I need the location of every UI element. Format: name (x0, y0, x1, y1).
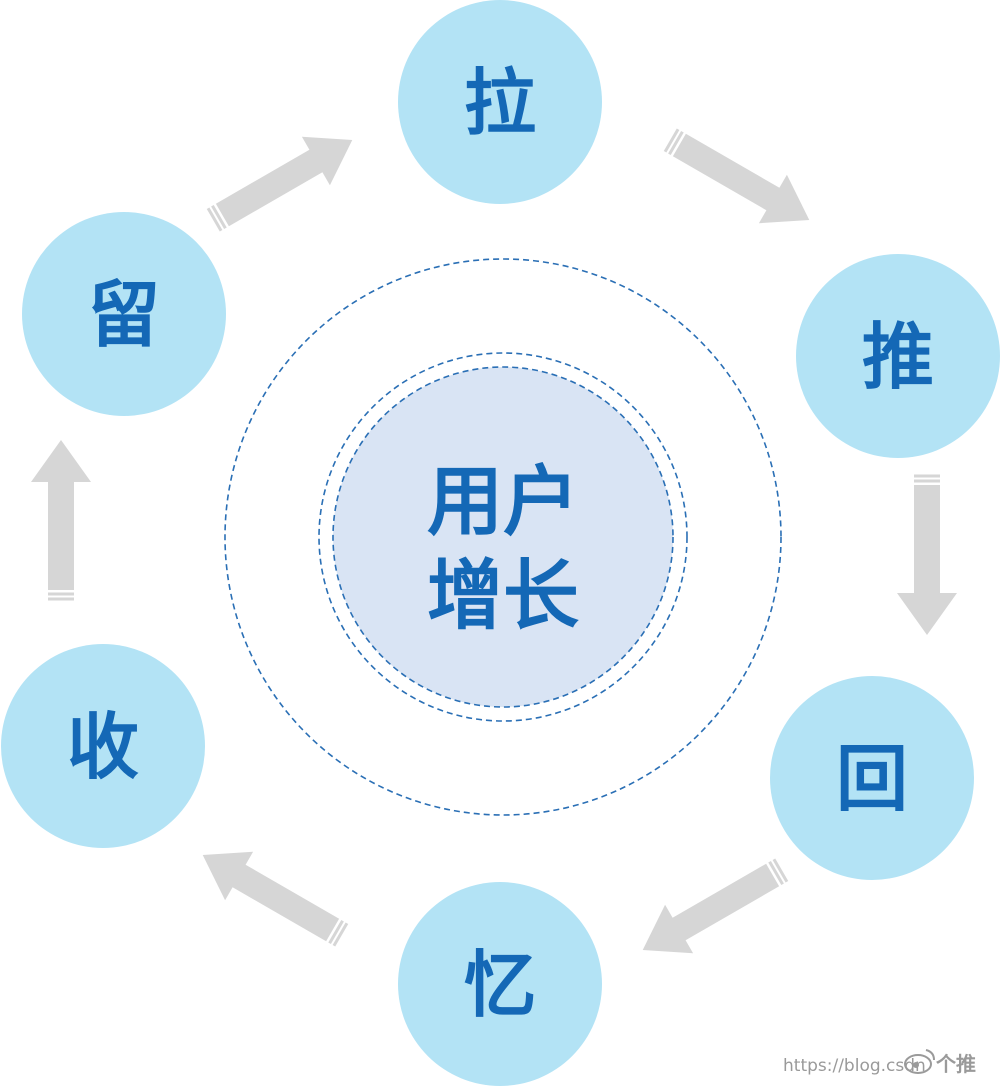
arrow-hui-to-yi (642, 858, 789, 954)
node-liu: 留 (22, 212, 226, 416)
node-liu-label: 留 (88, 273, 160, 357)
arrow-tui-to-hui (897, 474, 957, 635)
center-circle (332, 366, 674, 708)
arrow-la-to-tui (663, 128, 810, 224)
node-tui-label: 推 (862, 315, 934, 399)
node-shou: 收 (1, 644, 205, 848)
watermark-url: https://blog.csdn (783, 1056, 926, 1076)
watermark-brand: 个推 (935, 1052, 976, 1076)
node-hui-circle (770, 676, 974, 880)
node-shou-label: 收 (67, 705, 139, 789)
arrow-shou-to-liu (31, 440, 91, 601)
middle-dashed-ring (318, 352, 688, 722)
node-hui-label: 回 (836, 737, 908, 821)
node-tui-circle (796, 254, 1000, 458)
node-yi-label: 忆 (464, 943, 536, 1027)
center-group: 用户 增长 (224, 258, 782, 816)
node-la-label: 拉 (464, 61, 536, 145)
arrow-yi-to-shou (202, 851, 349, 947)
watermark: https://blog.csdn 个推 (783, 1049, 976, 1076)
node-yi: 忆 (398, 882, 602, 1086)
node-tui: 推 (796, 254, 1000, 458)
weibo-icon (904, 1049, 935, 1074)
center-label-line2: 增长 (427, 551, 579, 640)
center-label-line1: 用户 (427, 457, 579, 546)
arrow-liu-to-la (206, 136, 353, 232)
node-la-circle (398, 0, 602, 204)
node-yi-circle (398, 882, 602, 1086)
node-shou-circle (1, 644, 205, 848)
node-la: 拉 (398, 0, 602, 204)
node-liu-circle (22, 212, 226, 416)
node-hui: 回 (770, 676, 974, 880)
outer-dashed-ring (224, 258, 782, 816)
arrows (31, 128, 957, 954)
